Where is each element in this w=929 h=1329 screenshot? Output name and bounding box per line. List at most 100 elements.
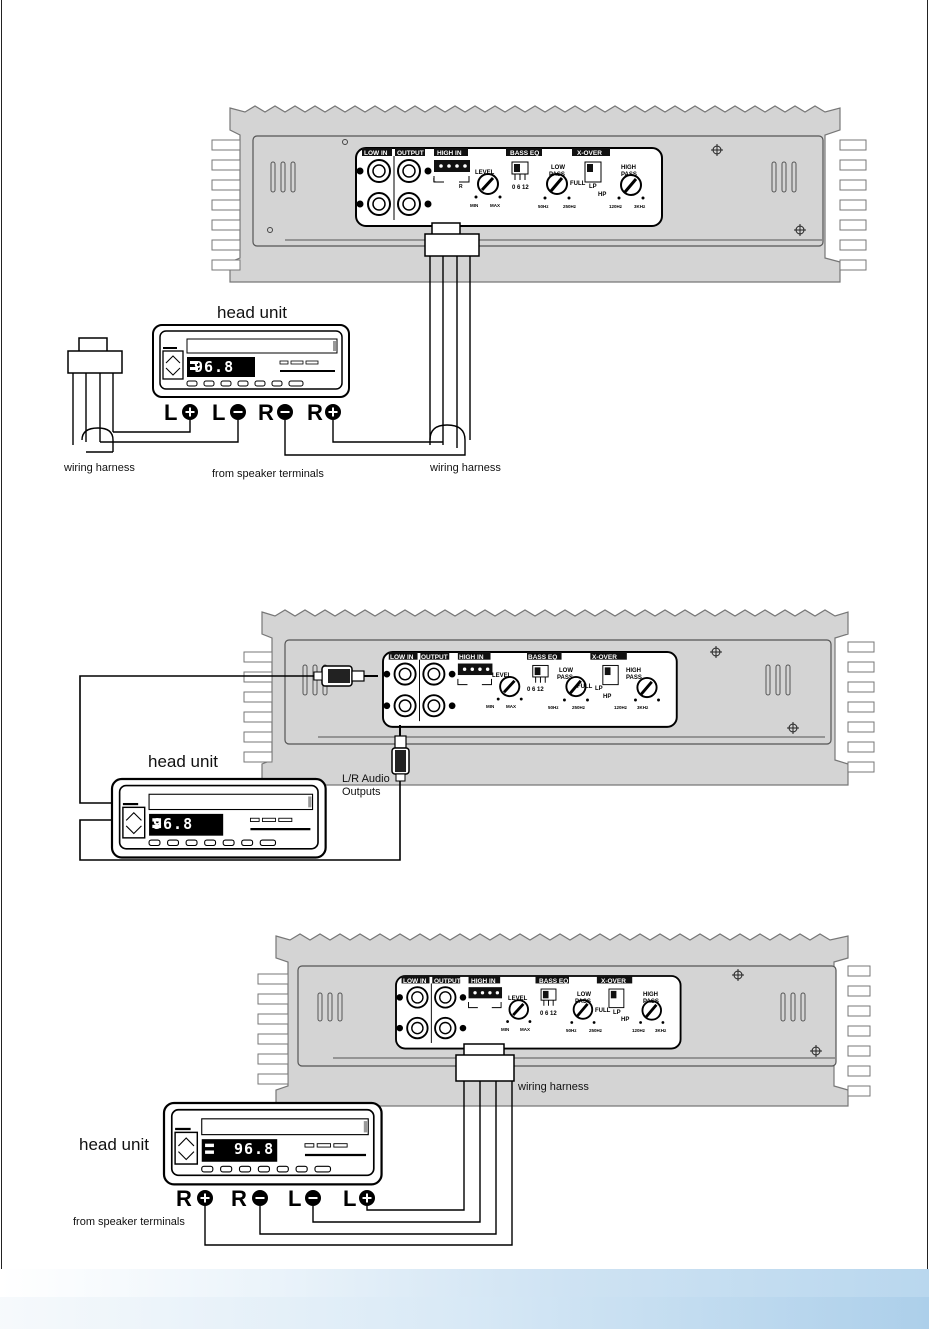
panel2-bass-eq-label: BASS EQ: [528, 654, 557, 661]
panel-low-in-label: LOW IN: [364, 150, 388, 157]
panel3-hp-label: HP: [621, 1017, 629, 1023]
panel2-lp-label: LP: [595, 686, 603, 692]
head-unit-2-label: head unit: [148, 752, 218, 771]
panel3-max-label: MAX: [520, 1027, 530, 1032]
panel-max-label: MAX: [490, 203, 500, 208]
panel-x-over-label: X-OVER: [577, 150, 602, 157]
wiring-harness-label-left: wiring harness: [63, 462, 135, 474]
footer-gradient-band: [0, 1297, 929, 1329]
terminal-3-1: R: [176, 1186, 192, 1211]
head-unit-1: 96.8: [152, 324, 350, 398]
panel3-high-pass-2: PASS: [643, 999, 659, 1005]
head-unit-1-display: 96.8: [194, 358, 234, 376]
panel3-x-over-label: X-OVER: [601, 978, 626, 985]
panel2-freq-3k: 3KHz: [637, 705, 649, 710]
amplifier-3: LOW IN OUTPUT HIGH IN BASS EQ X-OVER LEV…: [257, 933, 871, 1107]
panel2-level-label: LEVEL: [492, 673, 512, 679]
panel3-freq-3k: 3KHz: [655, 1028, 667, 1033]
panel2-freq-120: 120Hz: [614, 705, 628, 710]
panel-low-pass-2: PASS: [549, 172, 565, 178]
panel2-freq-250: 250Hz: [572, 705, 586, 710]
left-border: [1, 0, 2, 1270]
panel-bass-eq-label: BASS EQ: [510, 150, 539, 157]
panel3-low-pass-1: LOW: [577, 992, 591, 998]
speaker-wires-3: [204, 1081, 513, 1246]
rca-plug-left: [313, 665, 378, 687]
head-unit-3: 96.8: [162, 1101, 383, 1186]
terminal-1-3: R: [258, 400, 274, 425]
panel2-min-label: MIN: [486, 704, 494, 709]
panel2-max-label: MAX: [506, 704, 516, 709]
panel2-full-label: FULL: [577, 684, 593, 690]
panel-bass-values: 0 6 12: [512, 185, 529, 191]
audio-outputs-label-2: Outputs: [342, 786, 381, 798]
panel3-lp-label: LP: [613, 1010, 621, 1016]
amplifier-1: LOW IN OUTPUT HIGH IN BASS EQ X-OVER LEV…: [211, 105, 867, 283]
panel-output-label: OUTPUT: [397, 150, 424, 157]
panel-low-pass-1: LOW: [551, 165, 565, 171]
panel-freq-250: 250Hz: [563, 204, 577, 209]
panel2-low-pass-2: PASS: [557, 675, 573, 681]
panel3-bass-values: 0 6 12: [540, 1011, 557, 1017]
panel2-x-over-label: X-OVER: [592, 654, 617, 661]
panel-full-label: FULL: [570, 181, 586, 187]
panel2-freq-50: 50Hz: [548, 705, 559, 710]
panel-high-in-l: L: [433, 178, 436, 184]
panel-lp-label: LP: [589, 184, 597, 190]
panel-freq-120: 120Hz: [609, 204, 623, 209]
panel3-high-pass-1: HIGH: [643, 992, 658, 998]
terminal-1-4: R: [307, 400, 323, 425]
from-speaker-label-1: from speaker terminals: [212, 468, 324, 480]
terminal-1-1: L: [164, 400, 177, 425]
head-unit-3-display: 96.8: [234, 1140, 274, 1158]
wiring-harness-label-3: wiring harness: [517, 1081, 589, 1093]
panel3-min-label: MIN: [501, 1027, 509, 1032]
head-unit-2-display: 96.8: [153, 815, 193, 833]
terminal-3-2: R: [231, 1186, 247, 1211]
terminals-1: L L R R: [164, 400, 342, 425]
head-unit-2: 96.8: [110, 777, 327, 859]
panel-high-in-label: HIGH IN: [437, 150, 462, 157]
audio-outputs-label-1: L/R Audio: [342, 773, 390, 785]
terminal-1-2: L: [212, 400, 225, 425]
panel-min-label: MIN: [470, 203, 478, 208]
panel3-freq-50: 50Hz: [566, 1028, 577, 1033]
panel-level-label: LEVEL: [475, 170, 495, 176]
panel3-freq-250: 250Hz: [589, 1028, 603, 1033]
panel2-output-label: OUTPUT: [421, 654, 448, 661]
panel-high-pass-2: PASS: [621, 172, 637, 178]
panel3-level-label: LEVEL: [508, 996, 528, 1002]
terminals-3: R R L L: [176, 1186, 376, 1211]
panel3-bass-eq-label: BASS EQ: [539, 978, 568, 985]
panel2-hp-label: HP: [603, 694, 611, 700]
panel2-bass-values: 0 6 12: [527, 687, 544, 693]
panel3-full-label: FULL: [595, 1008, 611, 1014]
panel3-low-pass-2: PASS: [575, 999, 591, 1005]
panel2-high-in-label: HIGH IN: [459, 654, 484, 661]
head-unit-1-label: head unit: [217, 303, 287, 322]
panel3-low-in-label: LOW IN: [403, 978, 427, 985]
panel2-high-pass-1: HIGH: [626, 668, 641, 674]
panel2-low-pass-1: LOW: [559, 668, 573, 674]
terminal-3-3: L: [288, 1186, 301, 1211]
panel2-high-pass-2: PASS: [626, 675, 642, 681]
head-unit-3-label: head unit: [79, 1135, 149, 1154]
panel3-freq-120: 120Hz: [632, 1028, 646, 1033]
terminal-3-4: L: [343, 1186, 356, 1211]
panel-freq-50: 50Hz: [538, 204, 549, 209]
wiring-harness-label-right: wiring harness: [429, 462, 501, 474]
panel-hp-label: HP: [598, 192, 606, 198]
left-harness-plug: [67, 337, 123, 452]
amplifier-2: LOW IN OUTPUT HIGH IN BASS EQ X-OVER LEV…: [243, 609, 875, 786]
rca-plug-bottom: [391, 725, 410, 782]
panel3-output-label: OUTPUT: [434, 978, 461, 985]
rca-cables: [79, 675, 401, 861]
panel-freq-3k: 3KHz: [634, 204, 646, 209]
panel-high-in-r: R: [459, 184, 463, 190]
panel-high-pass-1: HIGH: [621, 165, 636, 171]
panel3-high-in-label: HIGH IN: [471, 978, 496, 985]
speaker-wires-1: [72, 420, 466, 456]
harness-wires-1: [429, 256, 471, 445]
